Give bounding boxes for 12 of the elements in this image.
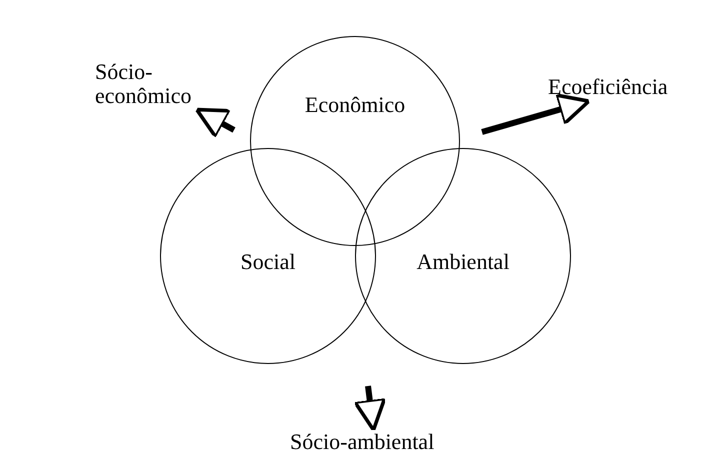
circle-label: Ambiental <box>416 249 510 275</box>
venn-circle <box>250 36 460 246</box>
text-label: Sócio-econômico <box>95 60 205 108</box>
text-label: Sócio-ambiental <box>290 430 460 454</box>
circle-label: Econômico <box>304 92 406 118</box>
arrow <box>481 93 591 135</box>
text-label: Ecoeficiência <box>548 75 728 99</box>
arrow <box>353 386 386 432</box>
venn-circle <box>160 148 376 364</box>
circle-label: Social <box>240 249 296 275</box>
venn-circle <box>355 148 571 364</box>
arrow <box>194 108 236 139</box>
